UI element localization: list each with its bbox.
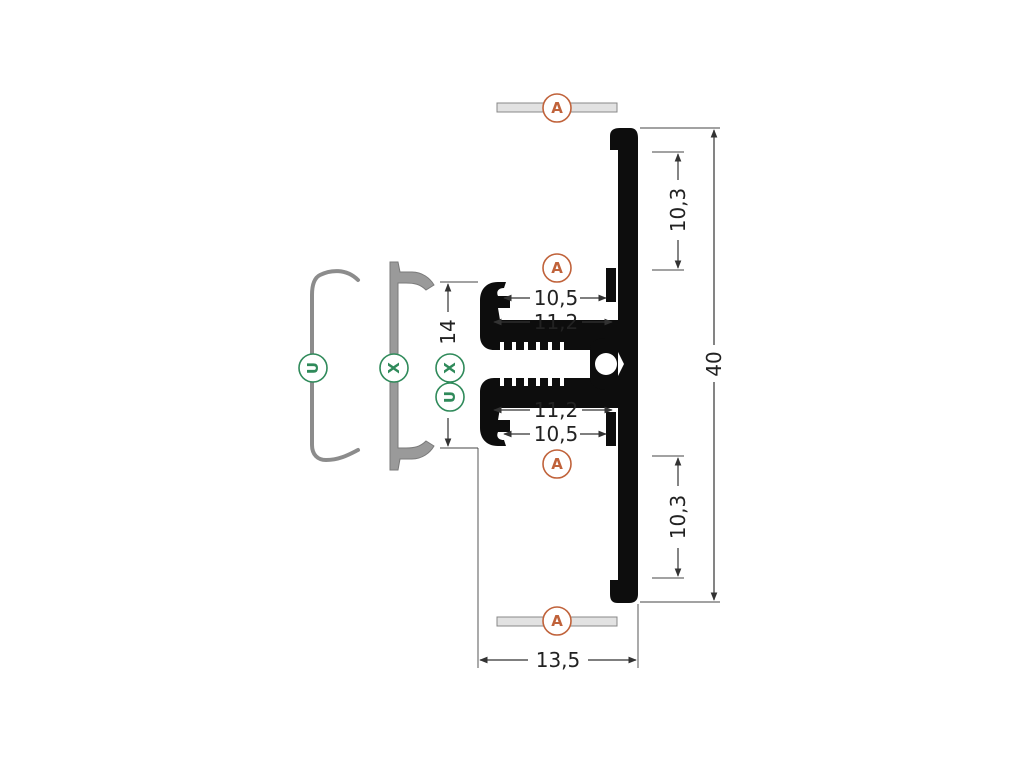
dim-channel-bottom: 10,3 <box>666 495 690 540</box>
dim-inner-top: 10,5 <box>534 286 579 310</box>
aluminium-profile <box>480 128 638 603</box>
badge-u-clip: U <box>298 353 328 383</box>
profile-lower-flange <box>480 378 618 446</box>
dim-height-total: 40 <box>702 351 726 376</box>
badge-a-bottom-label: A <box>551 612 563 630</box>
badge-a-top-label: A <box>551 99 563 117</box>
dim-channel-top: 10,3 <box>666 188 690 233</box>
badge-x-slot-label: X <box>441 362 459 374</box>
profile-lip-top <box>606 268 616 302</box>
badge-u-slot-label: U <box>441 391 459 403</box>
badge-a-lower-label: A <box>551 455 563 473</box>
badge-x-cover: X <box>379 353 409 383</box>
badge-a-top: A <box>542 93 572 123</box>
badge-a-bottom: A <box>542 606 572 636</box>
lower-flange-grooves <box>500 378 564 386</box>
badge-a-upper-channel: A <box>542 253 572 283</box>
x-cover-strip <box>389 261 435 471</box>
profile-center-hole <box>595 353 617 375</box>
badge-u-clip-label: U <box>304 362 322 374</box>
profile-lip-bottom <box>606 412 616 446</box>
dim-outer-bottom: 11,2 <box>534 398 579 422</box>
profile-upper-flange <box>480 282 618 350</box>
profile-center-slot <box>618 352 624 376</box>
dim-outer-top: 11,2 <box>534 310 579 334</box>
badge-a-lower-channel: A <box>542 449 572 479</box>
badge-x-cover-label: X <box>385 362 403 374</box>
dim-inner-bottom: 10,5 <box>534 422 579 446</box>
badge-u-slot: U <box>435 382 465 412</box>
profile-wall <box>610 128 638 603</box>
upper-flange-grooves <box>500 342 564 350</box>
dim-slot-height: 14 <box>436 319 460 344</box>
badge-a-upper-label: A <box>551 259 563 277</box>
dim-width-total: 13,5 <box>536 648 581 672</box>
badge-x-slot: X <box>435 353 465 383</box>
